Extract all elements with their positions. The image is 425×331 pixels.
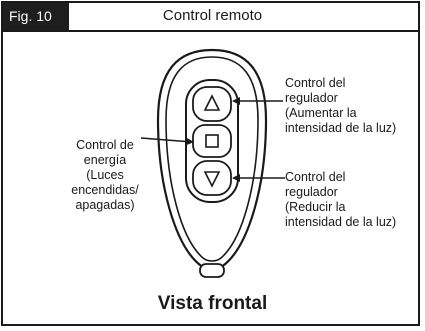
title-divider [3,30,418,32]
figure-caption: Vista frontal [157,293,268,314]
decrease-label: Control del regulador (Reducir la intens… [285,170,396,230]
increase-label-line: (Aumentar la [285,106,357,120]
power-label-line: encendidas/ [71,183,139,197]
remote-inner-outline [165,56,259,262]
increase-label: Control del regulador (Aumentar la inten… [285,76,396,136]
decrease-label-line: (Reducir la [285,200,346,214]
decrease-label-line: regulador [285,185,338,199]
keyring-slot [199,263,225,278]
increase-button [192,86,232,122]
increase-arrowhead [232,97,240,105]
power-arrowhead [185,137,194,146]
figure-title: Control remoto [162,7,263,24]
triangle-down-icon [203,171,221,188]
decrease-button [192,160,232,196]
power-button [192,124,232,158]
increase-label-line: Control del [285,76,346,90]
figure-number-tag: Fig. 10 [3,3,69,30]
power-label-line: apagadas) [75,198,135,212]
figure-frame [1,1,420,326]
power-label: Control de energía (Luces encendidas/ ap… [64,138,146,213]
power-leader-line [140,137,193,143]
power-label-line: Control de [76,138,134,152]
power-label-line: energía (Luces [83,153,127,182]
decrease-label-line: intensidad de la luz) [285,215,397,229]
triangle-up-icon [203,94,221,111]
decrease-label-line: Control del [285,170,346,184]
increase-label-line: regulador [285,91,338,105]
increase-label-line: intensidad de la luz) [285,121,397,135]
square-icon [205,134,219,148]
decrease-arrowhead [232,174,240,182]
